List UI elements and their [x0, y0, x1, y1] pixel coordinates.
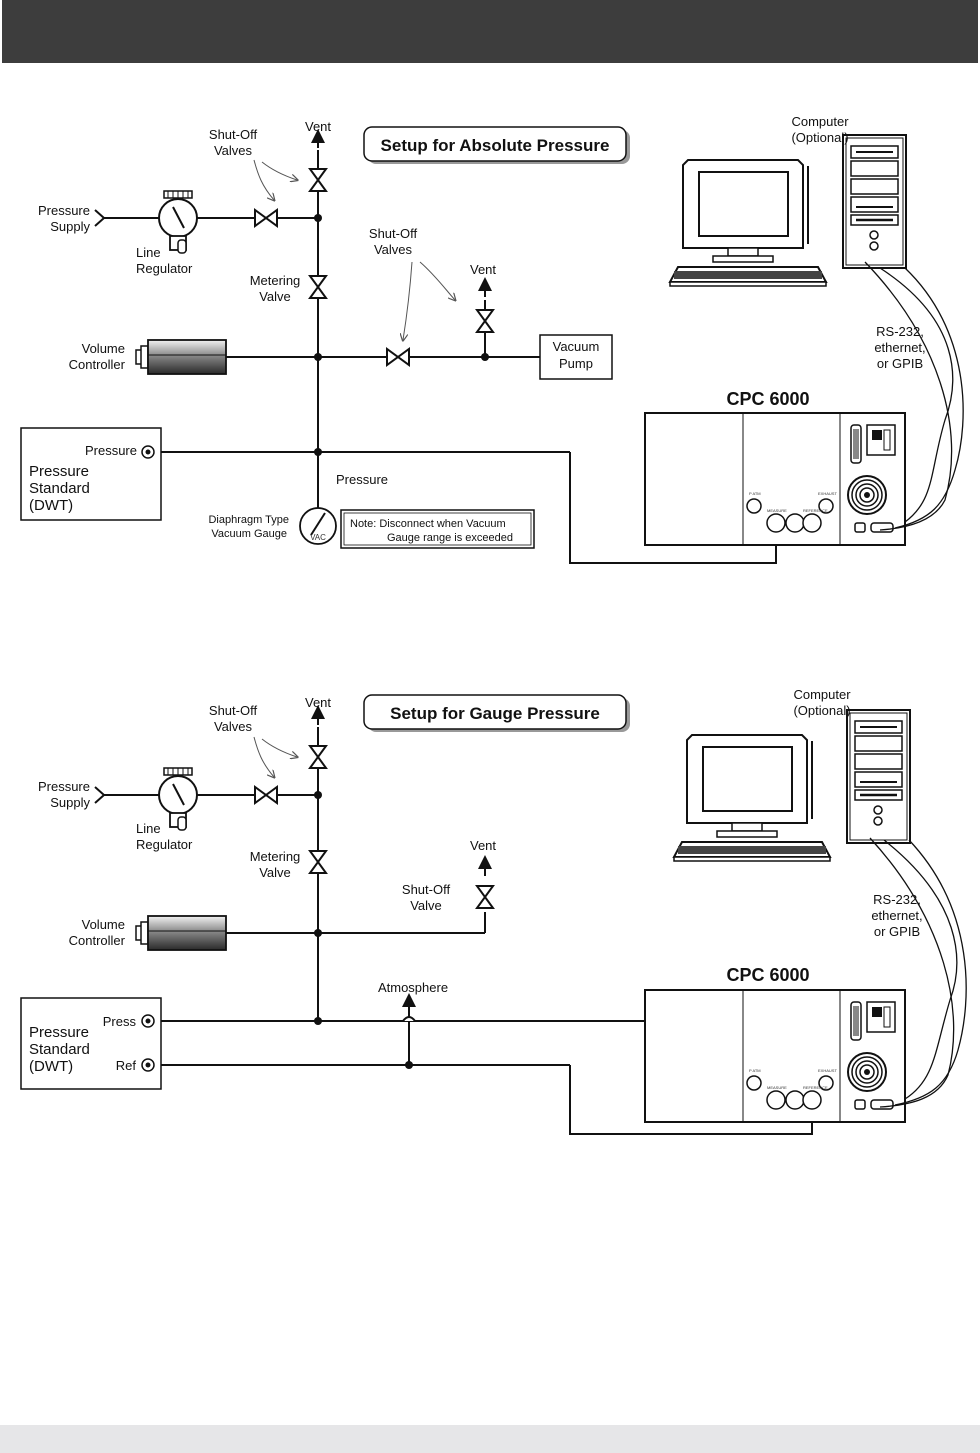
- shutoff-valves-label: Valves: [214, 143, 253, 158]
- volume-controller-label: Volume: [82, 341, 125, 356]
- vent-shutoff-valve: [309, 168, 327, 192]
- computer-label: Computer: [791, 114, 849, 129]
- metering-valve-label: Metering: [250, 849, 301, 864]
- line-regulator: [158, 767, 198, 831]
- computer-label: Computer: [793, 687, 851, 702]
- pressure-standard-box: [20, 997, 162, 1090]
- pressure-standard-box: [20, 427, 162, 521]
- vacuum-pump-label: Vacuum: [553, 339, 600, 354]
- line-regulator: [158, 190, 198, 254]
- vacuum-shutoff-valve: [386, 348, 410, 366]
- shutoff-valves-label: Shut-Off: [209, 703, 258, 718]
- comm-label: RS-232,: [876, 324, 924, 339]
- comm-label: ethernet,: [871, 908, 922, 923]
- pressure-port-label: Pressure: [85, 443, 137, 458]
- line-regulator-label: Regulator: [136, 261, 193, 276]
- vacuum-vent-valve: [476, 309, 494, 333]
- vac-label: VAC: [310, 533, 326, 542]
- pressure-standard-label: Pressure: [29, 463, 89, 480]
- gauge-pressure-diagram: Setup for Gauge Pressure: [20, 687, 967, 1135]
- press-port-label: Press: [103, 1014, 137, 1029]
- footer-bar: [0, 1425, 980, 1453]
- volume-controller: [135, 915, 227, 951]
- volume-controller-label: Controller: [69, 933, 126, 948]
- shutoff-valves-label: Shut-Off: [209, 127, 258, 142]
- vacuum-pump: [539, 334, 613, 380]
- cpc6000-instrument: [644, 989, 906, 1123]
- vacuum-gauge-label: Vacuum Gauge: [211, 528, 287, 540]
- instrument-label: CPC 6000: [726, 389, 809, 409]
- comm-label: ethernet,: [874, 340, 925, 355]
- note-text: Note: Disconnect when Vacuum: [350, 518, 506, 530]
- metering-valve-label: Valve: [259, 289, 291, 304]
- atmosphere-label: Atmosphere: [378, 980, 448, 995]
- gauge-title-box: Setup for Gauge Pressure: [363, 694, 630, 732]
- pressure-supply-label: Pressure: [38, 203, 90, 218]
- supply-shutoff-valve: [254, 786, 278, 804]
- metering-valve: [309, 275, 327, 299]
- vent-shutoff-valve: [309, 745, 327, 769]
- line-regulator-label: Line: [136, 821, 161, 836]
- comm-label: RS-232,: [873, 892, 921, 907]
- pressure-standard-label: Standard: [29, 480, 90, 497]
- cpc6000-instrument: [644, 412, 906, 546]
- vacuum-pump-label: Pump: [559, 356, 593, 371]
- computer: [672, 708, 912, 863]
- pressure-standard-label: Standard: [29, 1041, 90, 1058]
- pressure-standard-label: Pressure: [29, 1024, 89, 1041]
- comm-label: or GPIB: [877, 356, 923, 371]
- vacuum-gauge: [299, 507, 337, 545]
- absolute-title-box: Setup for Absolute Pressure: [363, 126, 630, 164]
- note-box: [340, 509, 535, 549]
- instrument-label: CPC 6000: [726, 965, 809, 985]
- note-text: Gauge range is exceeded: [387, 532, 513, 544]
- vent-right-label: Vent: [470, 262, 496, 277]
- pressure-supply-label: Pressure: [38, 779, 90, 794]
- header-bar: [2, 0, 978, 63]
- volume-controller-label: Volume: [82, 917, 125, 932]
- computer: [668, 133, 908, 288]
- vent-shutoff-valve-2: [476, 885, 494, 909]
- computer-label: (Optional): [793, 703, 850, 718]
- shutoff-valve-label: Valve: [410, 898, 442, 913]
- absolute-pressure-diagram: Setup for Absolute Pressure: [20, 114, 964, 564]
- pressure-standard-label: (DWT): [29, 1058, 73, 1075]
- shutoff-valves-label: Shut-Off: [369, 226, 418, 241]
- gauge-title: Setup for Gauge Pressure: [390, 704, 600, 723]
- metering-valve-label: Valve: [259, 865, 291, 880]
- pressure-standard-label: (DWT): [29, 497, 73, 514]
- supply-shutoff-valve: [254, 209, 278, 227]
- pressure-line-label: Pressure: [336, 472, 388, 487]
- ref-port-label: Ref: [116, 1058, 137, 1073]
- shutoff-valve-label: Shut-Off: [402, 882, 451, 897]
- vent-top-label: Vent: [305, 119, 331, 134]
- metering-valve: [309, 850, 327, 874]
- pressure-supply-label: Supply: [50, 795, 90, 810]
- vent-top-label: Vent: [305, 695, 331, 710]
- pressure-supply-label: Supply: [50, 219, 90, 234]
- line-regulator-label: Line: [136, 245, 161, 260]
- comm-label: or GPIB: [874, 924, 920, 939]
- shutoff-valves-label: Valves: [214, 719, 253, 734]
- volume-controller: [135, 339, 227, 375]
- shutoff-valves-label: Valves: [374, 242, 413, 257]
- vacuum-gauge-label: Diaphragm Type: [208, 514, 289, 526]
- absolute-title: Setup for Absolute Pressure: [381, 136, 610, 155]
- volume-controller-label: Controller: [69, 357, 126, 372]
- metering-valve-label: Metering: [250, 273, 301, 288]
- vent-right-label: Vent: [470, 838, 496, 853]
- computer-label: (Optional): [791, 130, 848, 145]
- line-regulator-label: Regulator: [136, 837, 193, 852]
